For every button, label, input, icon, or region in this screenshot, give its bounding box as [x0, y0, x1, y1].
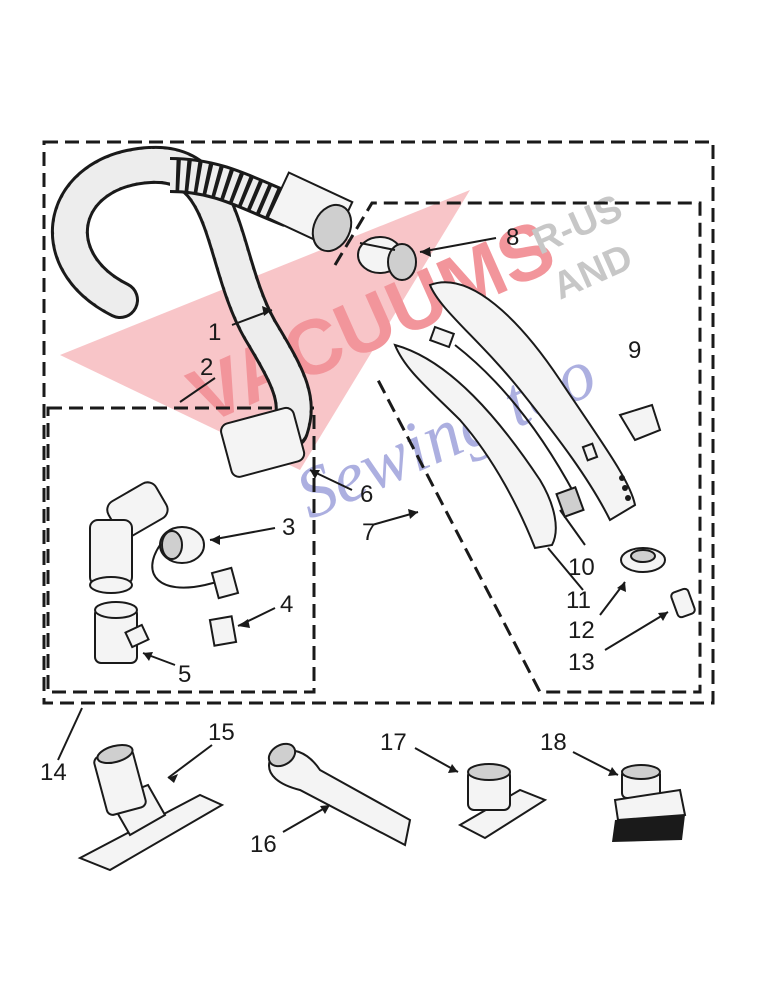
callout-12: 12 — [568, 617, 595, 644]
floor-tool-part — [77, 743, 225, 872]
cord-connector-part — [151, 526, 240, 600]
callout-3: 3 — [282, 514, 295, 541]
callout-1: 1 — [208, 319, 221, 346]
crevice-tool-part — [267, 742, 412, 847]
callout-11: 11 — [566, 587, 591, 614]
callout-4: 4 — [280, 591, 293, 618]
dusting-brush-part — [612, 764, 687, 842]
callout-6: 6 — [360, 481, 373, 508]
callout-2: 2 — [200, 354, 213, 381]
callout-10: 10 — [568, 554, 595, 581]
callout-13: 13 — [568, 649, 595, 676]
upholstery-tool-part — [457, 763, 548, 840]
clip-part — [618, 403, 662, 442]
callout-5: 5 — [178, 661, 191, 688]
button-part — [670, 587, 696, 619]
callout-16: 16 — [250, 831, 277, 858]
swivel-part — [357, 236, 417, 281]
callout-8: 8 — [506, 224, 519, 251]
elbow-part — [89, 481, 169, 594]
callout-15: 15 — [208, 719, 235, 746]
leader-lines — [57, 237, 669, 833]
group-box-accessories — [46, 406, 316, 694]
cuff-part — [94, 601, 150, 664]
switch-part — [620, 547, 666, 573]
callout-17: 17 — [380, 729, 407, 756]
hose-part — [50, 145, 354, 478]
group-box-14 — [42, 140, 715, 705]
callout-9: 9 — [628, 337, 641, 364]
clip-small-part — [208, 615, 238, 647]
callout-7: 7 — [362, 519, 375, 546]
handle-shell-part — [393, 325, 585, 550]
handle-part — [428, 281, 637, 522]
callout-18: 18 — [540, 729, 567, 756]
callout-labels: 1 2 3 4 5 6 7 8 9 10 11 12 13 14 15 16 1… — [40, 224, 641, 858]
callout-14: 14 — [40, 759, 67, 786]
